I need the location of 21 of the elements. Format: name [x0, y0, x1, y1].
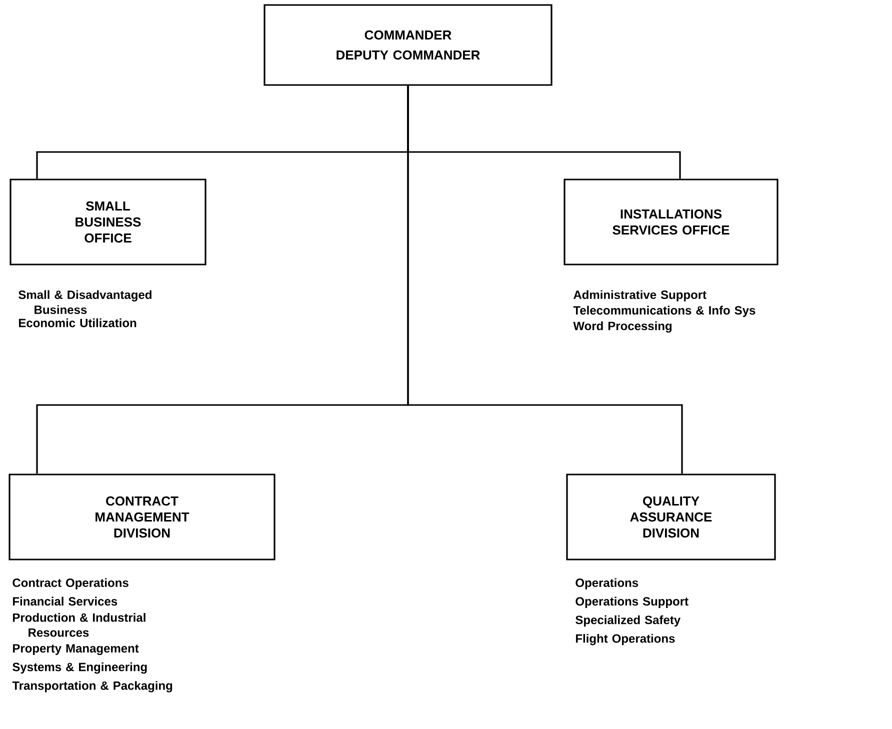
function-text: Small & Disadvantaged Business [18, 290, 152, 314]
function-text: Flight Operations [576, 634, 675, 646]
function-text: Administrative Support [574, 290, 706, 302]
connector-line [407, 86, 683, 474]
function-text: Contract Operations [12, 578, 128, 590]
org-box: SMALL BUSINESS OFFICE [10, 178, 206, 266]
function-text: Economic Utilization [19, 318, 136, 328]
org-box: INSTALLATIONS SERVICES OFFICE [564, 178, 778, 266]
function-text: Transportation & Packaging [12, 681, 172, 692]
function-text: Financial Services [13, 596, 118, 606]
function-text: Property Management [13, 644, 139, 656]
function-text: Systems & Engineering [12, 662, 147, 674]
function-text: Production & Industrial Resources [13, 613, 146, 637]
org-box: QUALITY ASSURANCE DIVISION [566, 474, 776, 560]
org-box: COMMANDER DEPUTY COMMANDER [264, 4, 552, 86]
function-text: Specialized Safety [576, 615, 680, 627]
org-box: CONTRACT MANAGEMENT DIVISION [8, 474, 276, 560]
function-text: Operations Support [576, 596, 688, 608]
function-text: Word Processing [573, 321, 672, 333]
function-text: Telecommunications & Info Sys [573, 306, 756, 317]
function-text: Operations [576, 578, 638, 590]
